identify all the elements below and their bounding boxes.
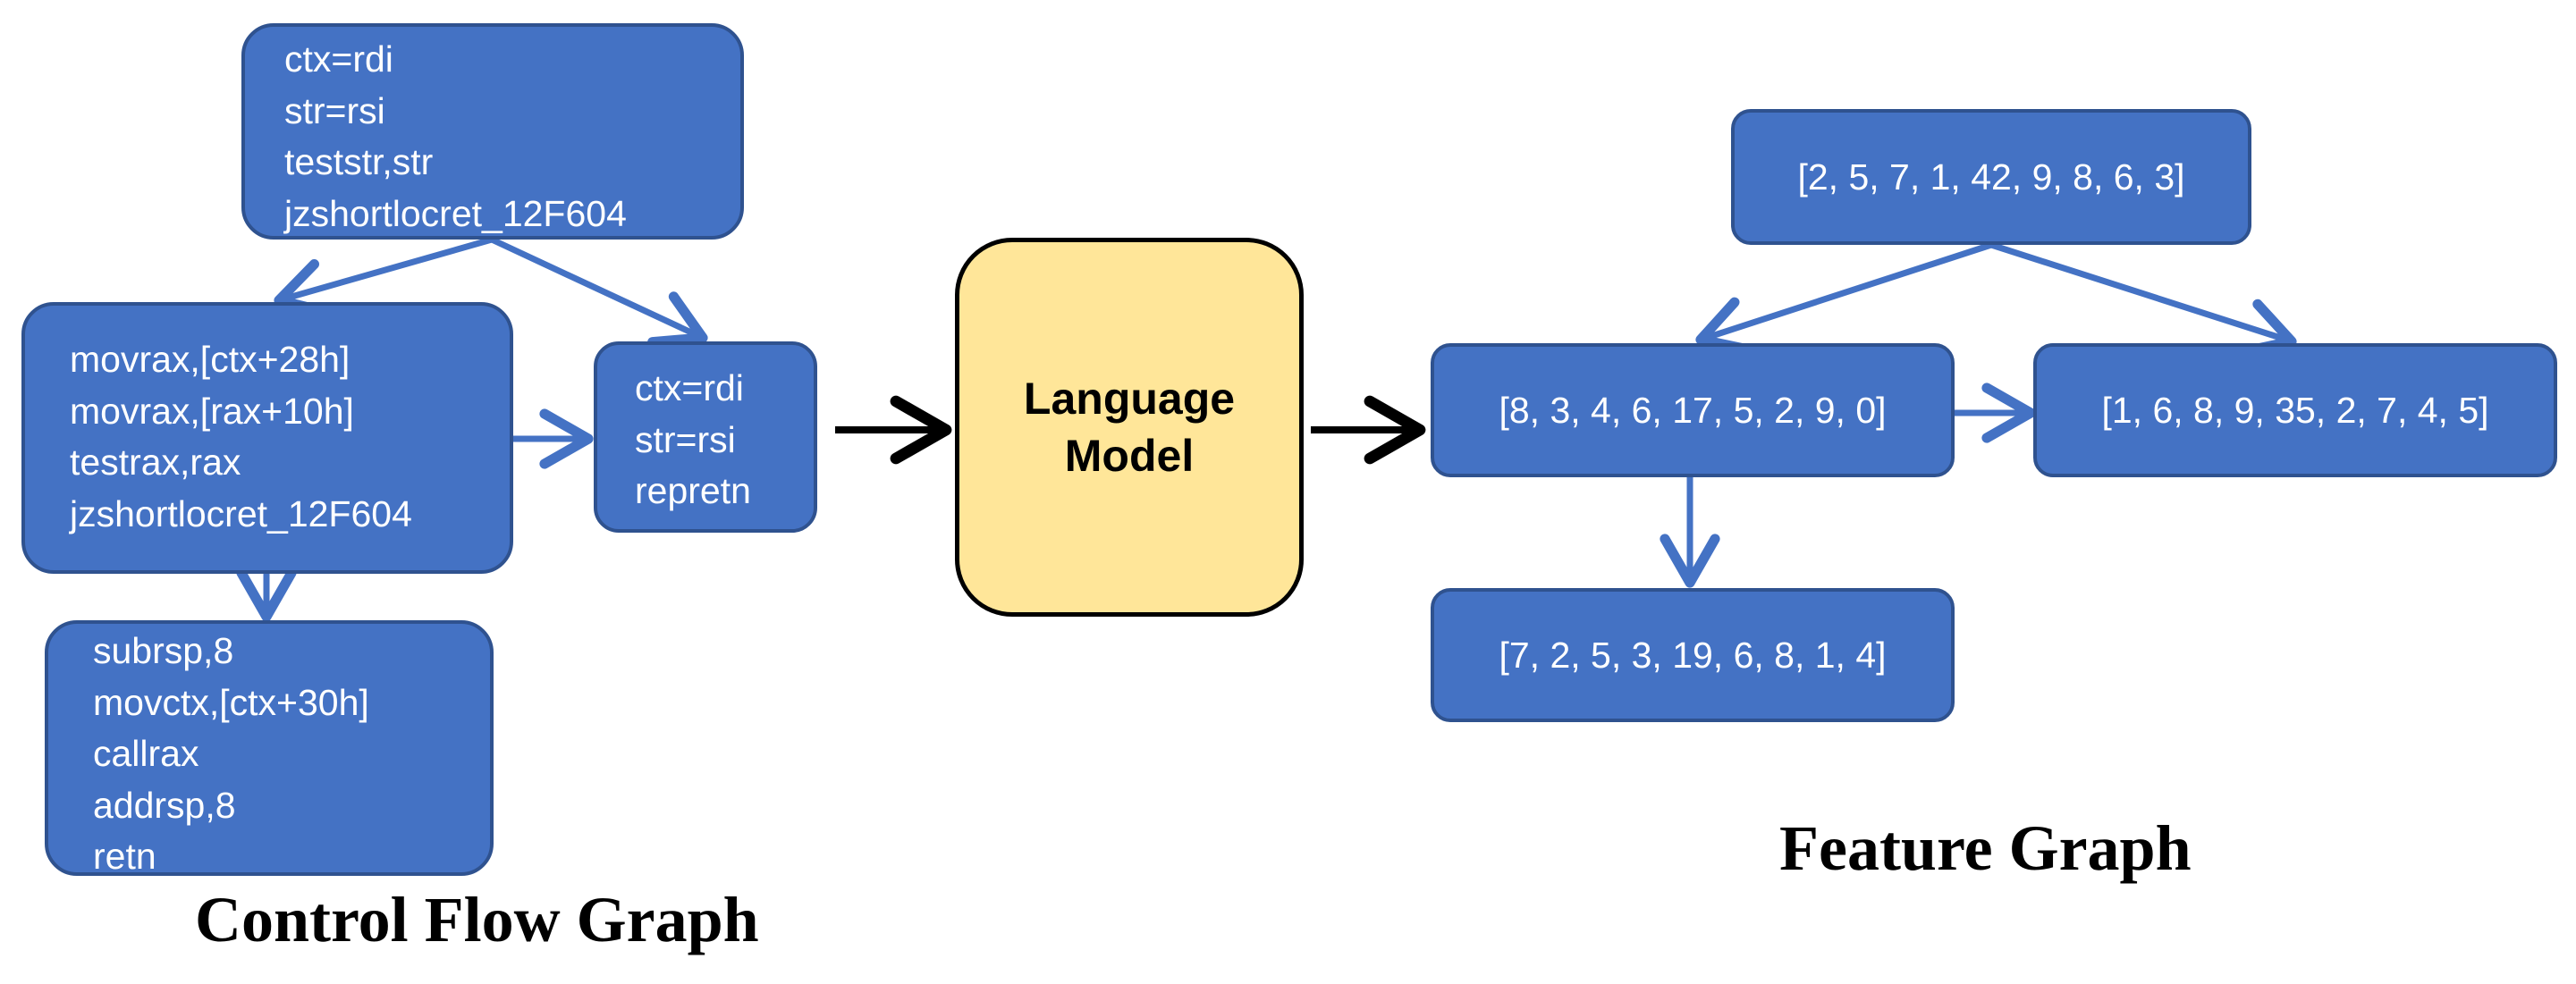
cfg-line: movrax,[rax+10h] <box>70 390 354 432</box>
cfg-block-entry: ctx=rdi str=rsi teststr,str jzshortlocre… <box>241 23 744 240</box>
fg-edge-root-to-right <box>1989 241 2297 357</box>
cfg-line: addrsp,8 <box>93 784 236 826</box>
cfg-line: movctx,[ctx+30h] <box>93 681 369 723</box>
language-model-label-line2: Model <box>1064 431 1195 481</box>
cfg-line: subrsp,8 <box>93 630 234 671</box>
cfg-line: teststr,str <box>284 141 434 182</box>
language-model-box: Language Model <box>955 238 1304 617</box>
cfg-line: str=rsi <box>284 89 385 131</box>
feature-node-root: [2, 5, 7, 1, 42, 9, 8, 6, 3] <box>1731 109 2251 245</box>
cfg-edge-entry-to-return <box>490 236 708 348</box>
cfg-caption: Control Flow Graph <box>195 884 759 955</box>
cfg-line: jzshortlocret_12F604 <box>284 192 627 234</box>
cfg-line: ctx=rdi <box>284 38 393 80</box>
cfg-line: ctx=rdi <box>635 367 744 408</box>
cfg-line: jzshortlocret_12F604 <box>70 492 412 534</box>
language-model-label-line1: Language <box>1023 374 1236 424</box>
cfg-line: str=rsi <box>635 418 736 460</box>
cfg-line: retn <box>93 836 156 877</box>
cfg-line: movrax,[ctx+28h] <box>70 339 351 380</box>
cfg-block-call: subrsp,8 movctx,[ctx+30h] callrax addrsp… <box>45 620 494 877</box>
cfg-block-return: ctx=rdi str=rsi repretn <box>594 341 817 533</box>
feature-node-left: [8, 3, 4, 6, 17, 5, 2, 9, 0] <box>1431 343 1955 477</box>
cfg-line: repretn <box>635 470 751 511</box>
cfg-block-check: movrax,[ctx+28h] movrax,[rax+10h] testra… <box>21 302 513 574</box>
cfg-line: testrax,rax <box>70 442 241 483</box>
feature-graph-caption: Feature Graph <box>1779 812 2192 884</box>
feature-node-bottom: [7, 2, 5, 3, 19, 6, 8, 1, 4] <box>1431 588 1955 722</box>
cfg-edge-entry-to-check <box>274 236 493 318</box>
cfg-line: callrax <box>93 733 199 774</box>
fg-edge-root-to-left <box>1695 241 1993 356</box>
feature-node-right: [1, 6, 8, 9, 35, 2, 7, 4, 5] <box>2033 343 2557 477</box>
